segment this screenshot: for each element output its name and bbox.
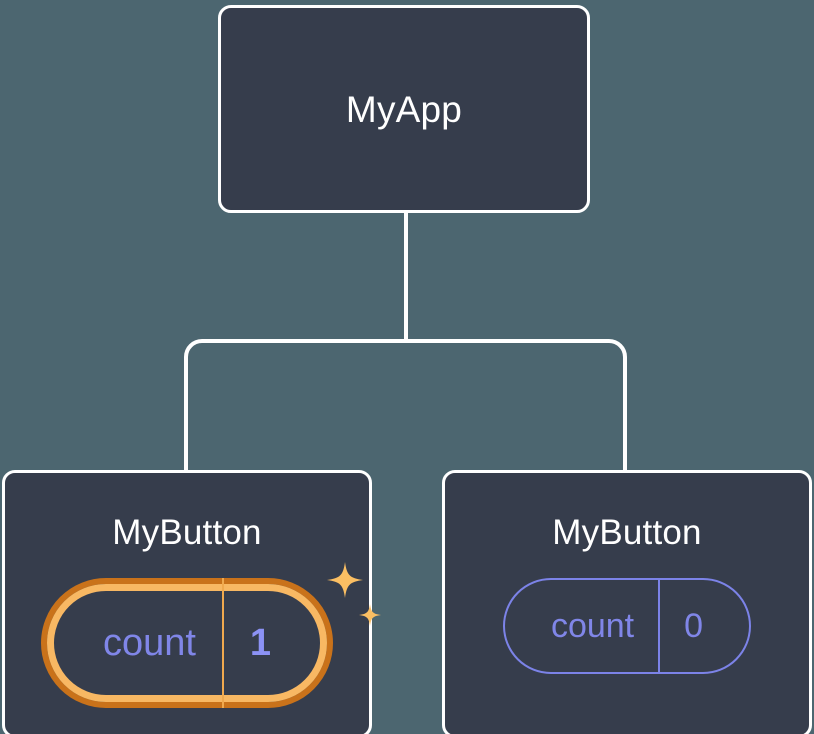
state-pill[interactable]: count 0 xyxy=(502,578,752,674)
state-pill-content: count 1 xyxy=(41,578,333,708)
connector-children-bus xyxy=(184,339,627,470)
component-node-title: MyApp xyxy=(345,88,463,130)
component-node-mybutton-left[interactable]: MyButton count 1 xyxy=(2,470,382,734)
sparkle-small-icon xyxy=(359,604,382,626)
highlight-ring-outer xyxy=(40,578,334,708)
component-node-title: MyButton xyxy=(552,513,702,552)
state-value-label: 0 xyxy=(658,580,749,672)
component-node-mybutton-right[interactable]: MyButton count 0 xyxy=(442,470,812,734)
state-pill-highlighted[interactable]: count 1 xyxy=(40,578,334,708)
component-node-title: MyButton xyxy=(112,513,262,552)
state-pill-wrapper: count 1 xyxy=(40,562,382,708)
state-value-label: 1 xyxy=(221,578,333,708)
component-node-myapp[interactable]: MyApp xyxy=(218,5,590,213)
state-key-label: count xyxy=(102,622,196,664)
highlight-ring-inner xyxy=(46,584,328,702)
state-pill-wrapper: count 0 xyxy=(502,578,752,674)
state-key-label: count xyxy=(550,607,635,645)
